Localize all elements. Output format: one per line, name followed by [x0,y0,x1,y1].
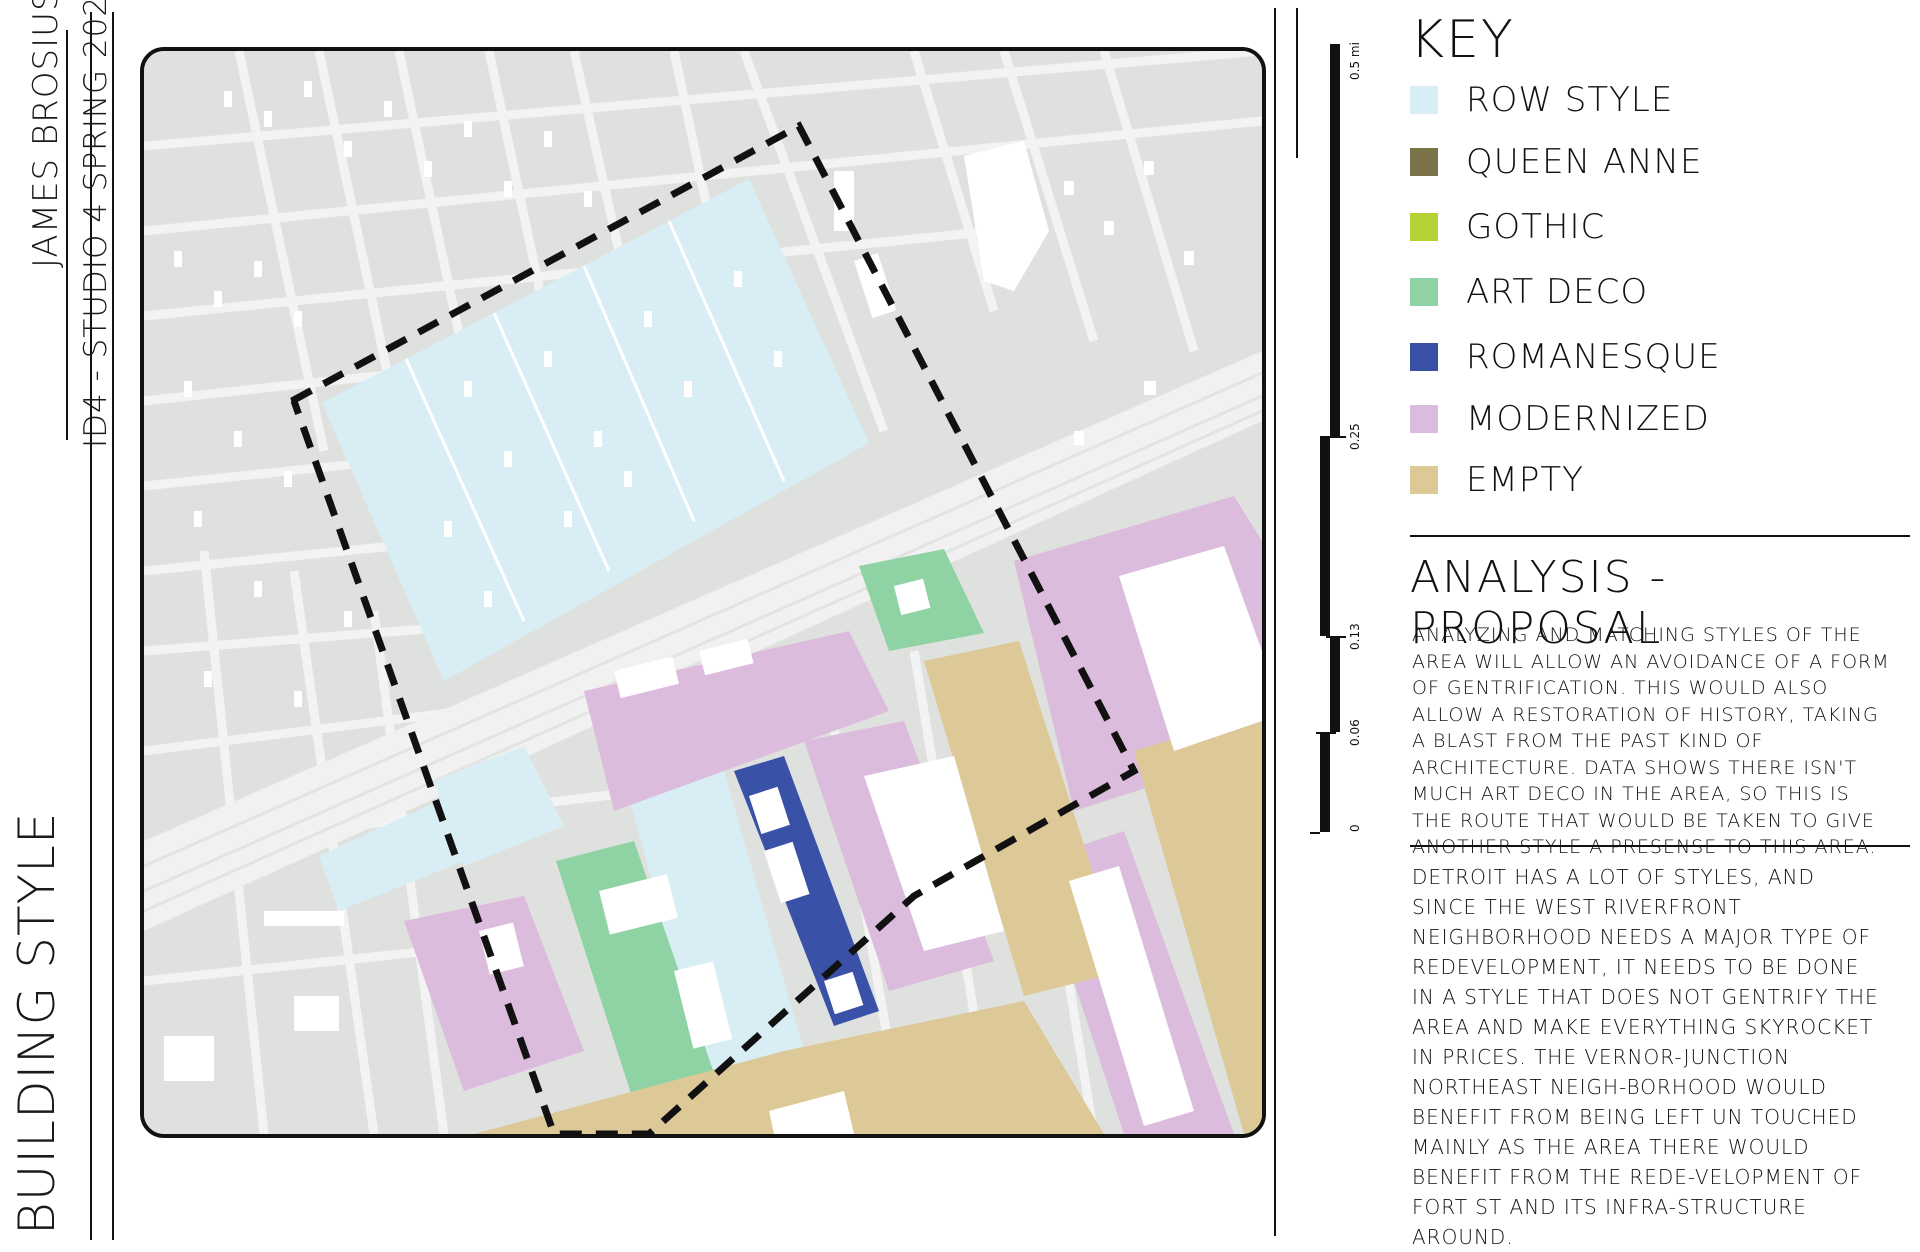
zone-row-style-sw [319,796,489,911]
key-item-queen-anne: QUEEN ANNE [1410,140,1702,184]
scale-bar-tick-1 [1326,436,1346,438]
key-title: KEY [1410,10,1515,70]
zone-art-deco-south [556,841,734,1134]
map-drawing [144,51,1262,1134]
swatch-row-style [1410,86,1438,114]
key-label-art-deco: ART DECO [1466,272,1649,312]
author-name: JAMES BROSIUS [26,0,66,268]
zone-empty-south [474,1001,1104,1134]
swatch-romanesque [1410,343,1438,371]
key-item-gothic: GOTHIC [1410,205,1605,249]
page-title: BUILDING STYLE [8,811,66,1236]
site-map [140,47,1266,1138]
key-label-modernized: MODERNIZED [1466,399,1710,439]
left-rule-3 [66,30,68,440]
scale-label-0-06: 0.06 [1348,719,1362,746]
key-divider-2 [1296,8,1298,158]
key-label-queen-anne: QUEEN ANNE [1466,142,1703,182]
analysis-title: ANALYSIS - PROPOSAL [1410,552,1668,654]
scale-bar-tick-3 [1316,732,1336,734]
key-item-romanesque: ROMANESQUE [1410,335,1721,379]
zone-empty-east [1134,711,1262,1134]
left-rule-2 [112,12,114,1240]
scale-bar-tick-2 [1326,636,1346,638]
scale-label-0: 0 [1348,824,1362,832]
house-footprints [174,81,1194,707]
analysis-rule-mid [1410,845,1910,847]
scale-label-0-13: 0.13 [1348,623,1362,650]
key-item-empty: EMPTY [1410,458,1584,502]
analysis-paragraph-1: ANALYZING AND MATCHING STYLES OF THE ARE… [1412,624,1890,858]
building-footprints [164,141,1262,1134]
swatch-modernized [1410,405,1438,433]
scale-bar-segment-4 [1320,732,1330,832]
key-label-empty: EMPTY [1466,460,1584,500]
key-label-row-style: ROW STYLE [1466,80,1674,120]
scale-bar-segment-1 [1330,44,1340,436]
scale-label-0-25: 0.25 [1348,423,1362,450]
zone-modernized-west [404,896,584,1091]
swatch-queen-anne [1410,148,1438,176]
course-label: ID4 - STUDIO 4 SPRING 2022 [78,0,114,448]
scale-bar-segment-3 [1330,636,1340,732]
analysis-paragraph-2: DETROIT HAS A LOT OF STYLES, AND SINCE T… [1412,865,1879,1249]
scale-label-0-5: 0.5 mi [1348,42,1362,80]
key-label-romanesque: ROMANESQUE [1466,337,1721,377]
key-item-art-deco: ART DECO [1410,270,1648,314]
zone-empty-strip [924,641,1124,996]
row-style-streets [404,220,786,622]
scale-bar-segment-2 [1320,436,1330,636]
zone-row-style-mid [434,746,564,866]
key-label-gothic: GOTHIC [1466,207,1606,247]
key-item-modernized: MODERNIZED [1410,397,1710,441]
swatch-art-deco [1410,278,1438,306]
scale-bar-segment-5 [1310,832,1320,834]
zone-row-style-center [629,771,804,1081]
zone-row-style-north [322,179,869,681]
analysis-rule-top [1410,535,1910,537]
key-divider-1 [1274,8,1276,1236]
swatch-gothic [1410,213,1438,241]
key-item-row-style: ROW STYLE [1410,78,1673,122]
swatch-empty [1410,466,1438,494]
left-rule-1 [90,12,92,1240]
study-area-boundary [290,121,1139,1134]
